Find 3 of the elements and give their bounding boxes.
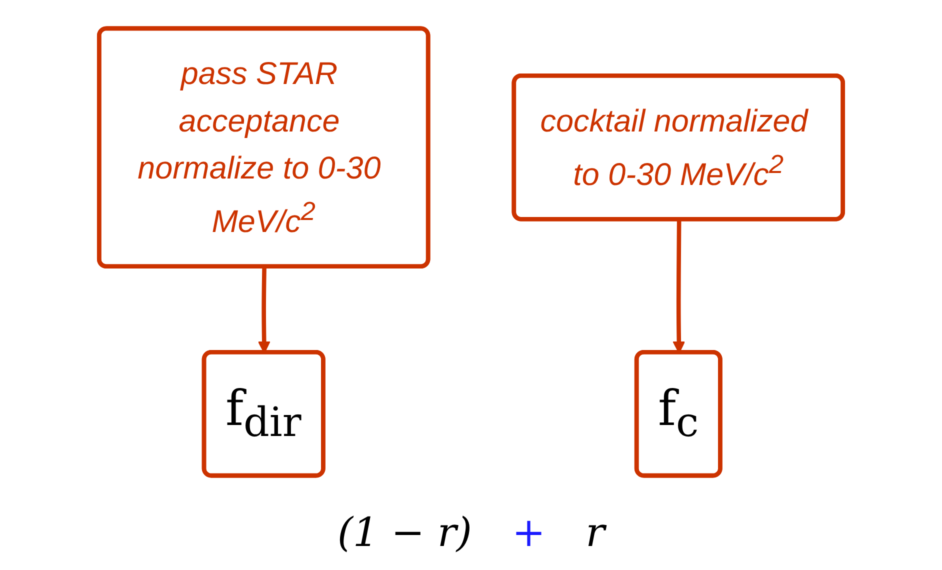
formula-term: (1 − r) <box>337 510 472 556</box>
plus-sign: + <box>512 510 546 556</box>
formula-term: r <box>586 510 605 556</box>
